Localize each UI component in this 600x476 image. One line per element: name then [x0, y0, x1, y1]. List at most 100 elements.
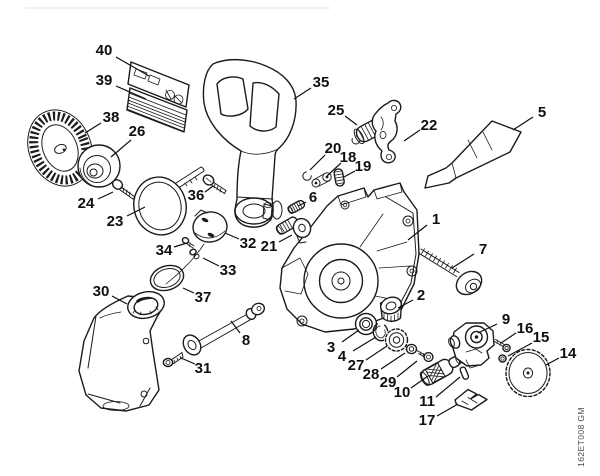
callout-line-33: [202, 257, 220, 267]
part-number-24: 24: [78, 195, 95, 212]
part-pinion-27: [384, 327, 409, 353]
callout-line-27: [365, 345, 388, 361]
part-number-22: 22: [421, 117, 438, 134]
callout-line-23: [126, 206, 146, 217]
callout-line-4: [352, 336, 377, 352]
part-washer-28: [405, 343, 418, 355]
part-screw-7: [418, 248, 483, 296]
part-pin-11: [459, 366, 470, 380]
part-number-20: 20: [325, 140, 342, 157]
part-crankcase-1: [279, 182, 420, 333]
callout-line-18: [326, 162, 342, 177]
part-lever-22: [371, 99, 402, 164]
part-screw-31: [162, 352, 184, 368]
callout-line-26: [110, 139, 132, 158]
callout-line-5: [512, 116, 534, 131]
part-number-14: 14: [560, 345, 577, 362]
part-pin-6: [287, 199, 306, 214]
callout-layer: 1234567891011141516171819202122232425262…: [78, 42, 577, 429]
part-number-40: 40: [96, 42, 113, 59]
part-number-37: 37: [195, 289, 212, 306]
callout-line-11: [435, 376, 461, 398]
part-number-32: 32: [240, 235, 257, 252]
callout-line-10: [410, 375, 429, 389]
part-number-27: 27: [348, 357, 365, 374]
part-number-39: 39: [96, 72, 113, 89]
callout-line-21: [278, 234, 293, 243]
part-number-4: 4: [338, 348, 347, 365]
part-snap-ring-4: [372, 322, 389, 342]
callout-line-32: [224, 232, 240, 240]
part-bushing-2: [379, 296, 403, 323]
part-number-36: 36: [188, 187, 205, 204]
part-pawl-18: [311, 172, 332, 188]
part-oil-pump-9: [448, 322, 495, 369]
part-guide-clip-17: [454, 388, 488, 411]
part-gear-wheel-38: [27, 109, 93, 187]
part-number-8: 8: [242, 332, 250, 349]
callout-line-24: [97, 191, 114, 200]
part-number-5: 5: [538, 104, 546, 121]
part-number-10: 10: [394, 384, 411, 401]
part-fitting-33: [165, 243, 205, 285]
part-number-17: 17: [419, 412, 436, 429]
part-cover-cap-32: [192, 209, 228, 243]
callout-line-9: [477, 323, 498, 334]
part-number-25: 25: [328, 102, 345, 119]
part-sprocket-14: [503, 347, 553, 399]
callout-line-29: [396, 360, 418, 378]
callout-line-40: [115, 56, 150, 77]
callout-line-35: [293, 87, 312, 100]
part-number-28: 28: [363, 366, 380, 383]
part-screw-24: [111, 179, 136, 200]
callout-line-16: [500, 332, 517, 344]
part-ring-20: [302, 171, 312, 181]
callout-line-28: [380, 352, 406, 370]
part-number-18: 18: [340, 149, 357, 166]
part-nut-15: [498, 354, 507, 363]
image-code-watermark: 162ET008 GM: [576, 407, 586, 467]
part-number-15: 15: [533, 329, 550, 346]
callout-line-34: [173, 242, 188, 248]
callout-line-19: [343, 170, 356, 178]
part-deflector-5: [424, 120, 522, 189]
callout-line-8: [230, 320, 241, 334]
callout-line-25: [344, 115, 358, 126]
part-oil-tank-30: [78, 290, 165, 412]
callout-line-15: [507, 342, 533, 357]
callout-line-2: [397, 299, 414, 309]
callout-line-20: [309, 154, 326, 171]
part-number-34: 34: [156, 242, 173, 259]
part-number-23: 23: [107, 213, 124, 230]
callout-line-30: [111, 295, 128, 305]
part-number-16: 16: [517, 320, 534, 337]
callout-line-6: [297, 201, 307, 207]
callout-line-17: [436, 403, 459, 417]
part-number-26: 26: [129, 123, 146, 140]
part-number-9: 9: [502, 311, 510, 328]
part-number-38: 38: [103, 109, 120, 126]
callout-line-14: [545, 357, 560, 366]
callout-line-36: [204, 185, 214, 193]
part-o-ring-37: [149, 264, 185, 292]
callout-line-1: [407, 224, 428, 241]
part-screw-16: [494, 339, 511, 353]
part-number-11: 11: [419, 393, 435, 410]
part-elbow-21: [275, 216, 312, 244]
part-screw-36: [202, 174, 227, 194]
callout-line-31: [180, 357, 196, 365]
part-rope-rotor-26: [77, 144, 121, 188]
callout-line-3: [341, 329, 360, 343]
part-number-3: 3: [327, 339, 335, 356]
callout-line-7: [451, 253, 475, 269]
part-number-2: 2: [417, 287, 425, 304]
part-spring-19: [333, 168, 345, 187]
part-suction-hose-8: [182, 302, 266, 356]
callout-line-38: [84, 122, 102, 134]
part-screw-29: [416, 350, 434, 363]
part-number-21: 21: [261, 238, 278, 255]
part-number-35: 35: [313, 74, 330, 91]
part-number-33: 33: [220, 262, 237, 279]
